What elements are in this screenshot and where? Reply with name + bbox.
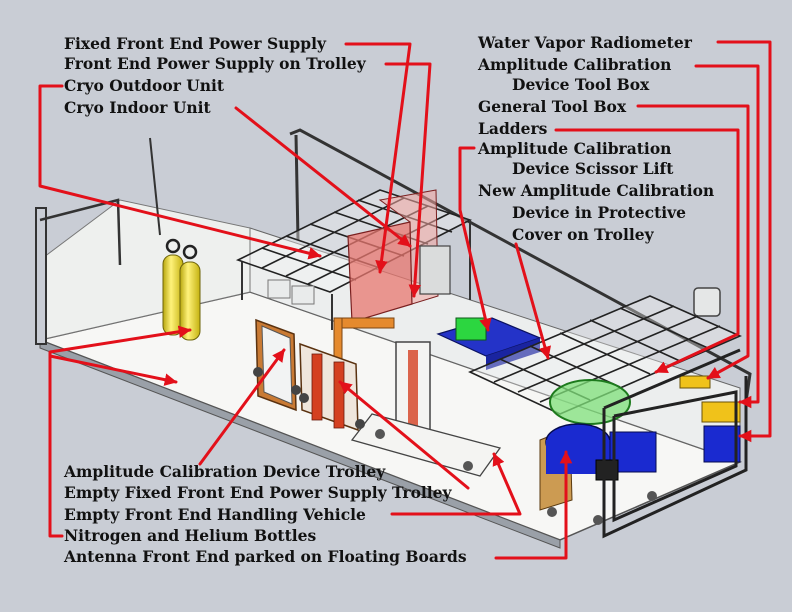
callout-fixed-fe-ps	[344, 42, 412, 274]
callout-empty-fe-vehicle	[390, 452, 522, 516]
callout-antenna-fe	[494, 450, 573, 560]
label-ladders: Ladders	[478, 119, 548, 138]
label-fe-power-supply-trolley: Front End Power Supply on Trolley	[64, 54, 366, 73]
label-cryo-indoor-unit: Cryo Indoor Unit	[64, 98, 211, 117]
callout-cryo-outdoor	[38, 84, 322, 260]
callout-empty-fixed-ps-trolley	[338, 380, 470, 490]
label-empty-fixed-fe-ps-trolley: Empty Fixed Front End Power Supply Troll…	[64, 483, 452, 502]
label-antenna-fe-floating-boards: Antenna Front End parked on Floating Boa…	[64, 547, 467, 566]
fe-ps-trolley	[299, 342, 365, 432]
label-new-amp-cal-3: Cover on Trolley	[512, 225, 654, 244]
shelf-supports	[241, 220, 471, 330]
label-fixed-fe-power-supply: Fixed Front End Power Supply	[64, 34, 326, 53]
amp-cal-protective-cover	[549, 379, 631, 425]
door-railing	[39, 198, 122, 266]
wall-vent	[693, 287, 721, 317]
callout-wvr	[716, 40, 772, 443]
callout-cylinders-second	[48, 354, 178, 386]
callout-lines	[38, 40, 772, 560]
power-supply-unit	[419, 245, 451, 295]
label-new-amp-cal-1: New Amplitude Calibration	[478, 181, 715, 200]
fe-handling-vehicle	[333, 317, 502, 477]
callout-amp-cal-tool-box	[694, 64, 760, 409]
label-amp-cal-scissor-1: Amplitude Calibration	[478, 139, 672, 158]
back-railing	[149, 137, 161, 236]
label-amp-cal-device-trolley: Amplitude Calibration Device Trolley	[64, 462, 386, 481]
rear-frame	[289, 128, 752, 403]
container-end-frame	[602, 348, 748, 539]
rear-post	[294, 134, 300, 241]
amp-cal-device-trolley	[253, 318, 301, 412]
callout-general-tool-box	[636, 104, 750, 380]
label-empty-fe-handling-vehicle: Empty Front End Handling Vehicle	[64, 505, 366, 524]
callout-ladders	[554, 128, 740, 374]
label-nitrogen-helium-bottles: Nitrogen and Helium Bottles	[64, 526, 317, 545]
label-water-vapor-radiometer: Water Vapor Radiometer	[478, 33, 692, 52]
callout-cryo-indoor	[234, 106, 412, 248]
label-amp-cal-tool-box-1: Amplitude Calibration	[478, 55, 672, 74]
label-cryo-outdoor-unit: Cryo Outdoor Unit	[64, 76, 225, 95]
callout-new-amp-cal	[514, 242, 552, 360]
right-shelf-grid	[468, 295, 742, 415]
trolley-wheels	[547, 491, 657, 525]
floor-front-edge	[39, 339, 561, 549]
wall-blocks	[267, 279, 315, 305]
gas-cylinders	[162, 238, 201, 341]
label-amp-cal-scissor-2: Device Scissor Lift	[512, 159, 674, 178]
label-amp-cal-tool-box-2: Device Tool Box	[512, 75, 650, 94]
callout-nitrogen-helium	[48, 325, 192, 538]
callout-scissor-lift	[458, 146, 492, 332]
label-new-amp-cal-2: Device in Protective	[512, 203, 686, 222]
callout-fe-ps-trolley	[384, 62, 432, 298]
callout-amp-cal-trolley	[198, 348, 286, 466]
label-general-tool-box: General Tool Box	[478, 97, 627, 116]
door-frame-left	[35, 207, 47, 345]
tool-boxes	[679, 375, 741, 463]
amp-cal-blue-unit	[539, 423, 657, 511]
